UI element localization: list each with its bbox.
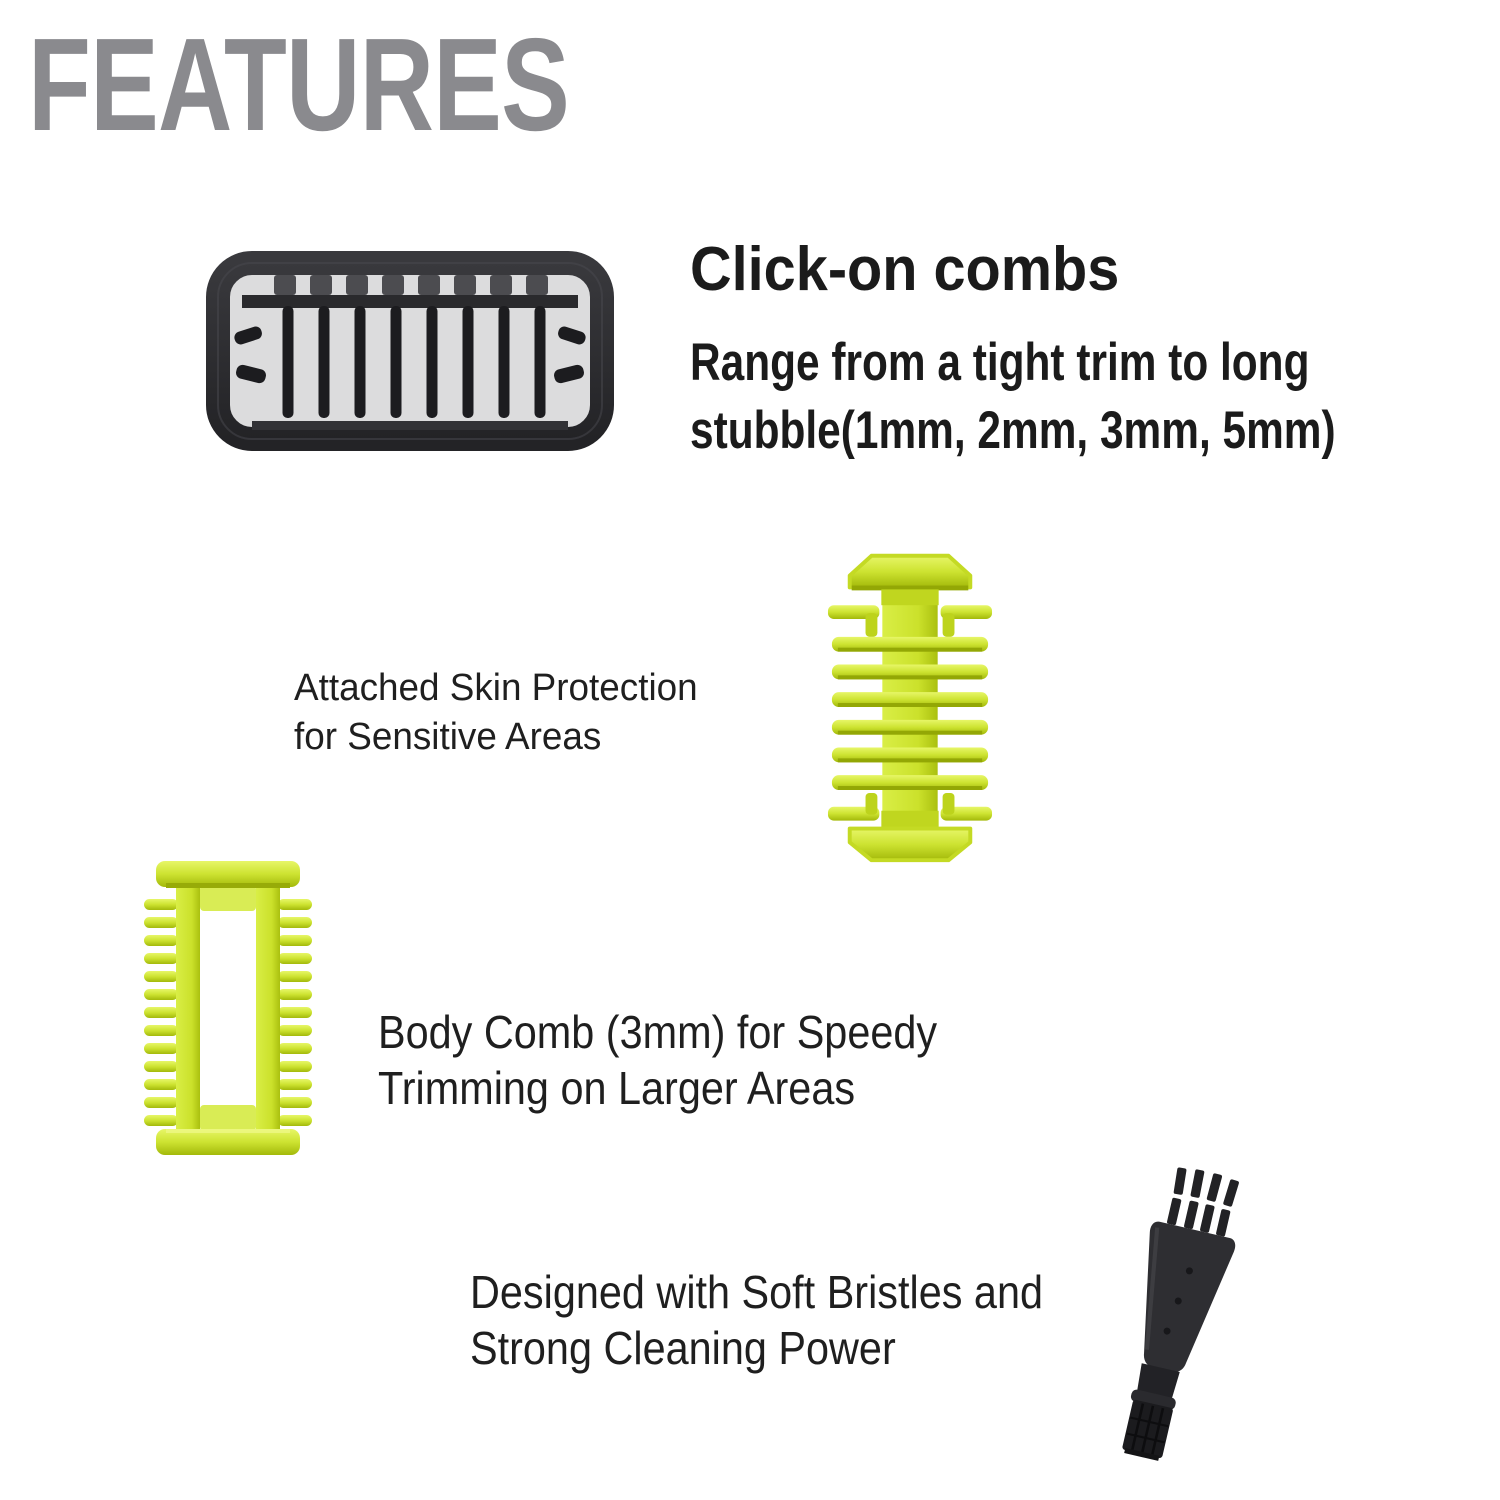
cleaning-brush-desc-line-1: Designed with Soft Bristles and xyxy=(470,1266,1043,1318)
protector-spine xyxy=(882,577,938,845)
click-on-combs-desc-line-2: stubble(1mm, 2mm, 3mm, 5mm) xyxy=(690,401,1336,460)
body-comb-bottom-tab xyxy=(200,1105,256,1131)
body-comb-teeth xyxy=(144,899,312,1126)
comb-teeth xyxy=(282,306,546,418)
section-heading-click-on-combs: Click-on combs xyxy=(690,235,1120,304)
body-comb-right-rail xyxy=(256,881,280,1137)
brush-bottom-bristles xyxy=(1122,1399,1173,1461)
click-on-combs-desc-line-1: Range from a tight trim to long xyxy=(690,333,1310,392)
comb-rail xyxy=(242,295,578,308)
body-comb-left-rail xyxy=(176,881,200,1137)
page-title: FEATURES xyxy=(28,11,570,158)
brush-handle-dots xyxy=(1163,1267,1193,1335)
body-comb-desc-line-1: Body Comb (3mm) for Speedy xyxy=(378,1006,938,1058)
skin-protector-image xyxy=(827,553,993,863)
skin-protection-desc: Attached Skin Protection for Sensitive A… xyxy=(294,664,698,763)
protector-top-cap xyxy=(847,553,973,590)
comb-guide-nubs xyxy=(274,275,548,295)
body-comb-image xyxy=(144,861,312,1155)
comb-bottom-lip xyxy=(252,421,568,430)
cleaning-brush-image xyxy=(1122,1167,1239,1461)
body-comb-desc: Body Comb (3mm) for Speedy Trimming on L… xyxy=(378,1004,937,1116)
body-comb-top-tab xyxy=(200,885,256,911)
click-on-comb-image xyxy=(206,251,614,451)
protector-bars xyxy=(831,636,989,790)
protector-bottom-hooks xyxy=(827,792,993,821)
comb-side-clips xyxy=(234,326,586,384)
brush-top-bristles xyxy=(1167,1167,1239,1237)
cleaning-brush-desc-line-2: Strong Cleaning Power xyxy=(470,1322,896,1375)
protector-top-hooks xyxy=(827,605,993,637)
body-comb-top-cap xyxy=(156,861,300,888)
skin-protection-desc-line-2: for Sensitive Areas xyxy=(294,716,602,759)
body-comb-bottom-cap xyxy=(156,1129,300,1155)
skin-protection-desc-line-1: Attached Skin Protection xyxy=(294,667,698,709)
body-comb-desc-line-2: Trimming on Larger Areas xyxy=(378,1062,856,1115)
cleaning-brush-desc: Designed with Soft Bristles and Strong C… xyxy=(470,1264,1043,1376)
protector-bottom-cap xyxy=(847,826,973,863)
